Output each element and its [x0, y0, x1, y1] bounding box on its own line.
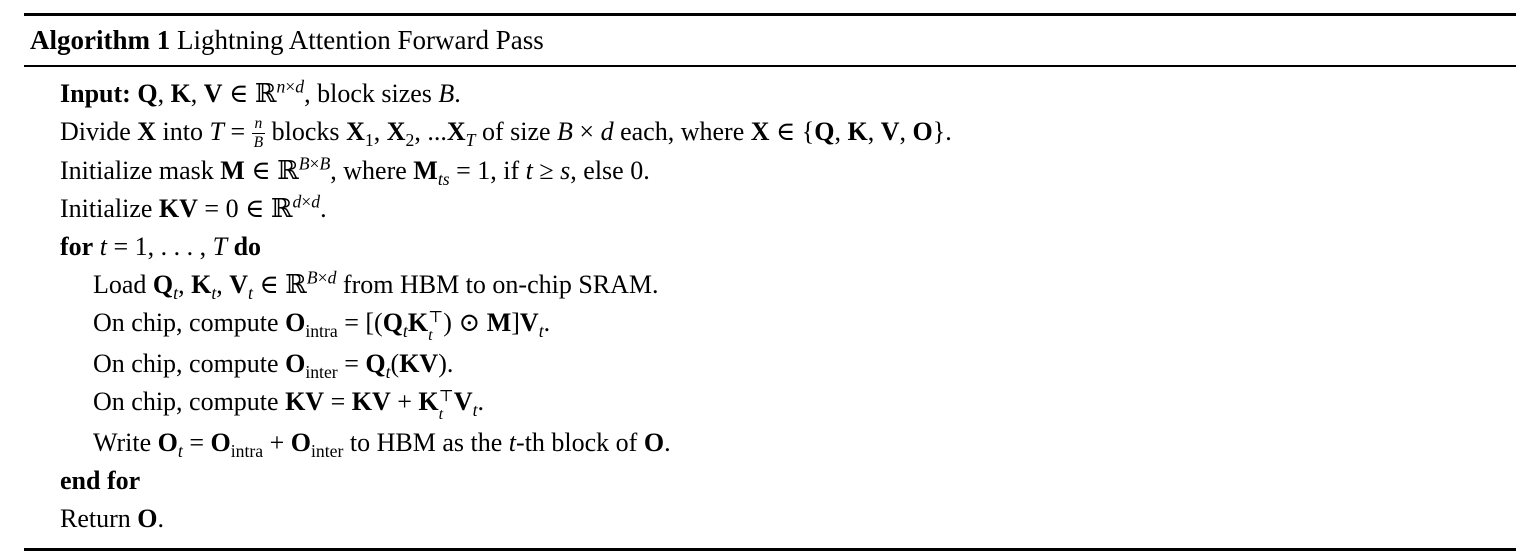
- algorithm-line: end for: [60, 465, 141, 495]
- algorithm-line: Initialize mask M ∈ ℝB×B, where Mts = 1,…: [60, 153, 650, 190]
- algorithm-line: Load Qt, Kt, Vt ∈ ℝB×d from HBM to on-ch…: [93, 267, 659, 304]
- algorithm-header: Algorithm 1 Lightning Attention Forward …: [24, 16, 1516, 65]
- algorithm-block: Algorithm 1 Lightning Attention Forward …: [24, 13, 1516, 551]
- algorithm-line: On chip, compute Ointra = [(QtK⊤t) ⊙ M]V…: [93, 307, 551, 344]
- algorithm-line: Return O.: [60, 503, 164, 533]
- algorithm-line: Input: Q, K, V ∈ ℝn×d, block sizes B.: [60, 76, 461, 108]
- algorithm-body: Input: Q, K, V ∈ ℝn×d, block sizes B. Div…: [24, 67, 1516, 548]
- top-rule: [24, 13, 1516, 16]
- algorithm-line: for t = 1, . . . , T do: [60, 231, 262, 261]
- algorithm-title: Lightning Attention Forward Pass: [176, 25, 544, 55]
- algorithm-label: Algorithm 1: [30, 25, 171, 55]
- algorithm-line: On chip, compute Ointer = Qt(KV).: [93, 348, 454, 383]
- algorithm-line: Initialize KV = 0 ∈ ℝd×d.: [60, 191, 327, 223]
- algorithm-line: Write Ot = Ointra + Ointer to HBM as the…: [93, 427, 671, 461]
- header-rule: [24, 65, 1516, 67]
- bottom-rule: [24, 547, 1516, 551]
